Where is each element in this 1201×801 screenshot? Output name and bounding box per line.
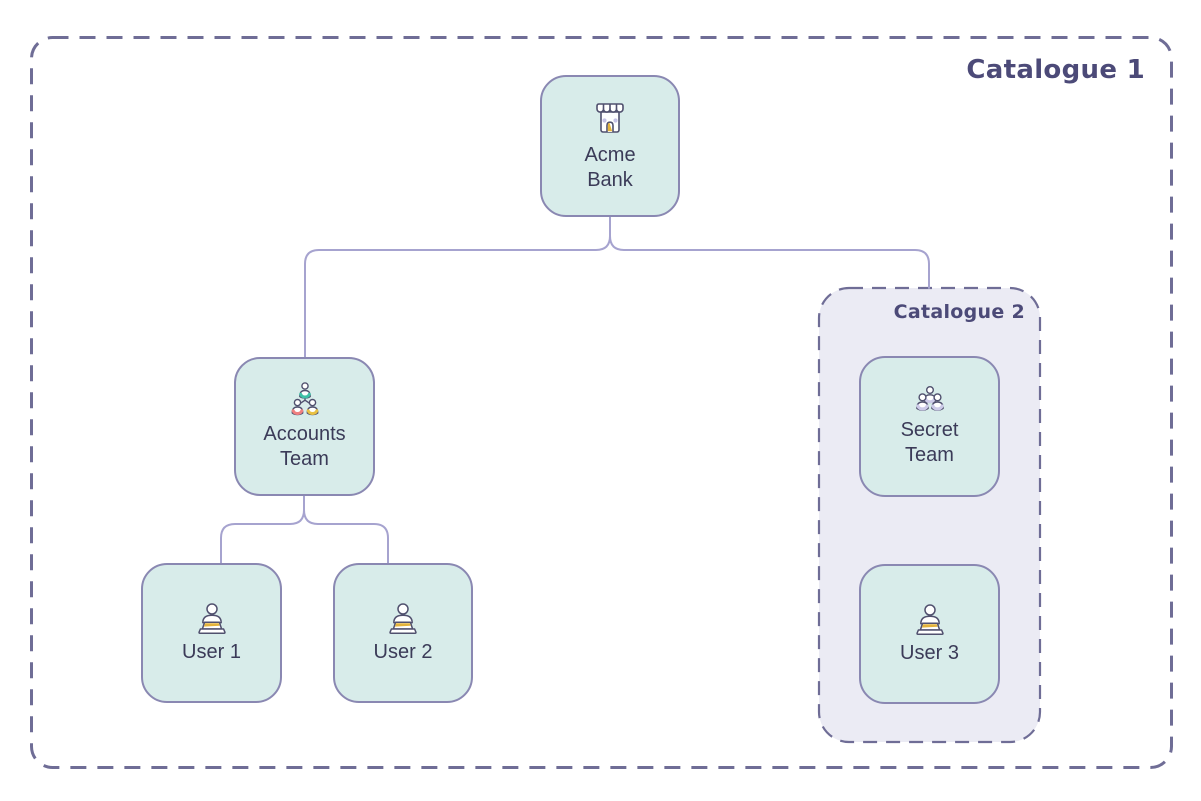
node-user-1[interactable]: User 1 — [141, 563, 282, 703]
catalogue-1-boundary — [30, 36, 1173, 769]
connector-accounts-to-user2 — [303, 509, 389, 564]
person-laptop-icon — [389, 602, 417, 634]
node-user-3[interactable]: User 3 — [859, 564, 1000, 704]
connector-accounts-to-user1 — [220, 494, 305, 564]
connector-acme-to-accounts — [304, 216, 611, 358]
node-label-accounts-team: Accounts Team — [263, 423, 346, 470]
connector-acme-to-catalogue2 — [609, 235, 930, 289]
storefront-icon — [596, 102, 624, 133]
node-label-secret-team: Secret Team — [900, 419, 959, 466]
node-secret-team[interactable]: Secret Team — [859, 356, 1000, 497]
person-laptop-icon — [915, 603, 944, 635]
catalogue-2-label: Catalogue 2 — [893, 301, 1025, 323]
node-acme-bank[interactable]: Acme Bank — [540, 75, 680, 217]
catalogue-1-label: Catalogue 1 — [966, 55, 1145, 85]
node-user-2[interactable]: User 2 — [333, 563, 473, 703]
node-label-user-3: User 3 — [900, 641, 959, 664]
node-label-user-2: User 2 — [373, 640, 433, 663]
node-label-user-1: User 1 — [182, 640, 241, 663]
person-laptop-icon — [197, 602, 226, 634]
team-hierarchy-icon — [291, 382, 318, 416]
people-group-icon — [915, 386, 944, 411]
node-label-acme-bank: Acme Bank — [584, 143, 636, 191]
node-accounts-team[interactable]: Accounts Team — [234, 357, 375, 496]
